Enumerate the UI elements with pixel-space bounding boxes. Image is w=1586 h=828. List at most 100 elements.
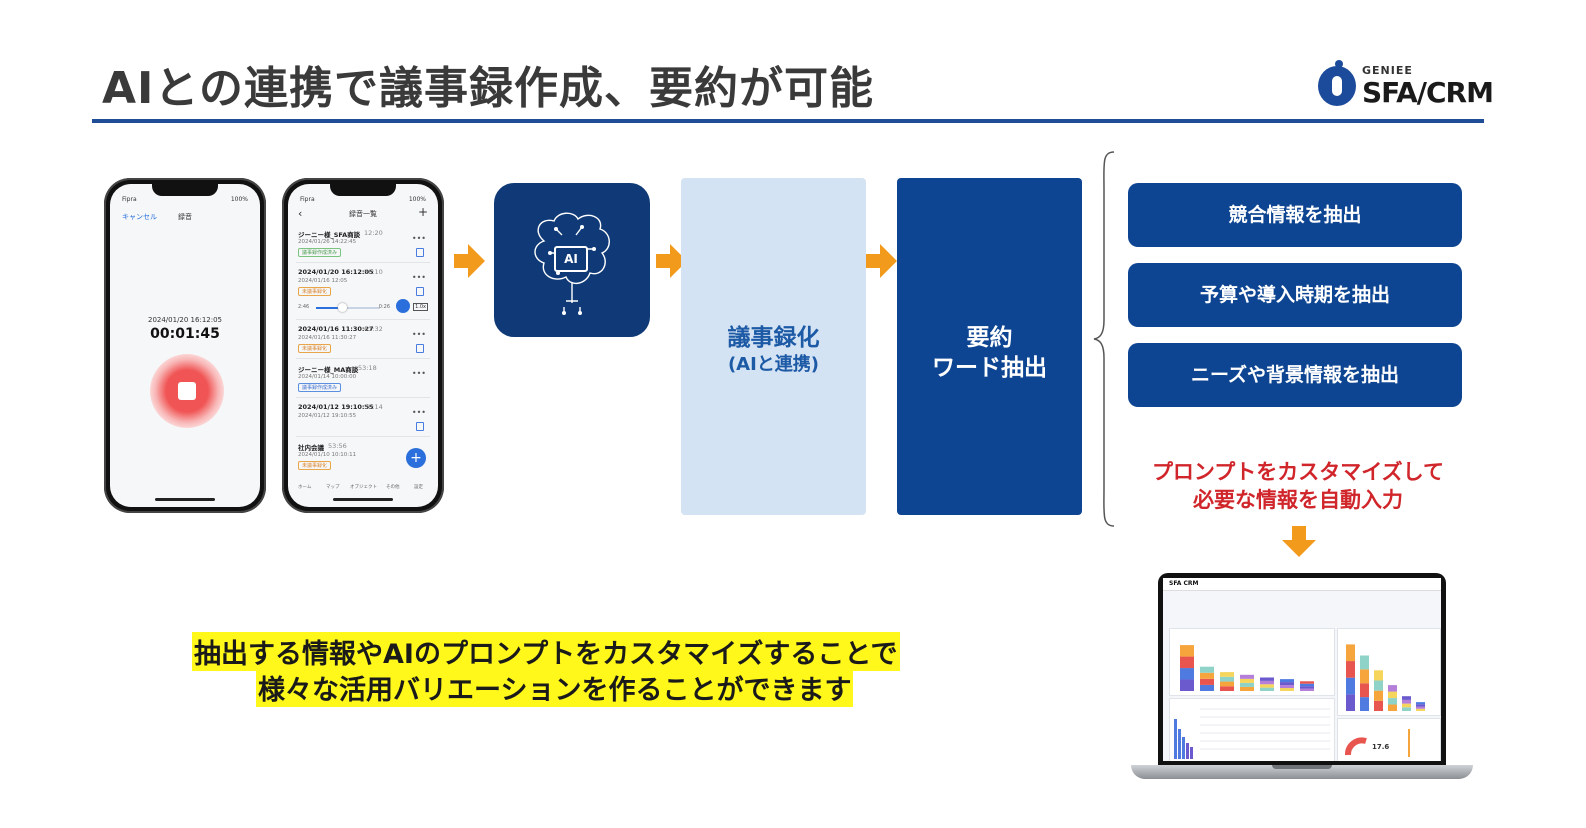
crm-bar-segment bbox=[1360, 697, 1369, 711]
document-icon[interactable] bbox=[416, 287, 424, 296]
crm-bar-segment bbox=[1240, 678, 1254, 683]
battery-label: 100% bbox=[230, 196, 248, 203]
phone-recording-list: Fipra 100% ‹ 録音一覧 + ジーニー様_SFA商談 12:20 20… bbox=[282, 178, 444, 513]
crm-bar-segment bbox=[1220, 686, 1234, 691]
prompt-note-line1: プロンプトをカスタマイズして bbox=[1151, 460, 1445, 484]
crm-bar-segment bbox=[1416, 706, 1425, 709]
crm-bar-segment bbox=[1300, 681, 1314, 684]
summary-step-subtitle: ワード抽出 bbox=[932, 355, 1047, 381]
crm-bar-segment bbox=[1280, 679, 1294, 683]
crm-bar-segment bbox=[1200, 666, 1214, 673]
list-item[interactable]: ジーニー様_SFA商談 12:20 2024/01/26 14:22:45 議事… bbox=[296, 224, 430, 263]
summary-step-title: 要約 bbox=[966, 325, 1013, 351]
more-icon[interactable]: ••• bbox=[411, 408, 426, 417]
more-icon[interactable]: ••• bbox=[411, 234, 426, 243]
speed-button[interactable]: 1.0x bbox=[413, 303, 428, 311]
down-arrow-icon bbox=[1282, 526, 1316, 557]
phone-recording: Fipra 100% 録音 キャンセル 2024/01/20 16:12:05 … bbox=[104, 178, 266, 513]
crm-bar-segment bbox=[1346, 644, 1355, 662]
seek-slider[interactable] bbox=[338, 303, 347, 312]
recording-elapsed: 00:01:45 bbox=[150, 326, 220, 342]
tab-home[interactable]: ホーム bbox=[298, 485, 312, 490]
crm-bar-segment bbox=[1360, 669, 1369, 684]
carrier-label: Fipra bbox=[300, 196, 315, 203]
list-item[interactable]: 社内会議 53:56 2024/01/10 10:10:11 未議事録化 bbox=[298, 442, 357, 470]
crm-dashboard: SFA CRM 17.6 bbox=[1163, 578, 1441, 761]
geniee-mark-icon bbox=[1318, 66, 1356, 106]
flow-arrow-icon bbox=[866, 244, 897, 278]
crm-bar-segment bbox=[1402, 699, 1411, 704]
list-item[interactable]: 2024/01/12 19:10:55 50:14 2024/01/12 19:… bbox=[296, 398, 430, 437]
crm-bar-segment bbox=[1200, 678, 1214, 685]
battery-label: 100% bbox=[408, 196, 426, 203]
fab-add-button[interactable]: + bbox=[406, 448, 426, 468]
crm-bar-segment bbox=[1260, 677, 1274, 681]
crm-bar-segment bbox=[1180, 645, 1194, 657]
crm-bar-segment bbox=[1300, 688, 1314, 691]
crm-app-name: SFA CRM bbox=[1169, 580, 1199, 587]
cancel-button[interactable]: キャンセル bbox=[122, 213, 157, 221]
document-icon[interactable] bbox=[416, 248, 424, 257]
crm-bar-segment bbox=[1374, 690, 1383, 701]
tab-object[interactable]: オブジェクト bbox=[350, 485, 377, 490]
phone-recording-screen: Fipra 100% 録音 キャンセル 2024/01/20 16:12:05 … bbox=[110, 184, 260, 507]
laptop-screen: SFA CRM 17.6 bbox=[1158, 573, 1446, 765]
document-icon[interactable] bbox=[416, 422, 424, 431]
list-screen-title: 録音一覧 bbox=[349, 210, 377, 218]
crm-bar-segment bbox=[1360, 655, 1369, 670]
crm-bar-segment bbox=[1346, 661, 1355, 678]
add-icon[interactable]: + bbox=[417, 205, 428, 219]
crm-bar-segment bbox=[1346, 694, 1355, 711]
extract-budget-button: 予算や導入時期を抽出 bbox=[1128, 263, 1462, 327]
bottom-message-line1: 抽出する情報やAIのプロンプトをカスタマイズすることで bbox=[192, 632, 900, 671]
minutes-step-title: 議事録化 bbox=[727, 325, 820, 351]
crm-bar-segment bbox=[1260, 680, 1274, 685]
crm-bar-segment bbox=[1180, 656, 1194, 669]
crm-bar-segment bbox=[1220, 681, 1234, 687]
title-divider bbox=[92, 119, 1484, 123]
phone-list-screen: Fipra 100% ‹ 録音一覧 + ジーニー様_SFA商談 12:20 20… bbox=[288, 184, 438, 507]
crm-bar-segment bbox=[1240, 682, 1254, 687]
crm-bar-segment bbox=[1260, 684, 1274, 688]
logo-small-text: GENIEE bbox=[1362, 64, 1413, 77]
crm-bar-segment bbox=[1220, 676, 1234, 682]
list-item[interactable]: ジーニー様_MA商談 53:18 2024/01/14 10:00:00 議事録… bbox=[296, 359, 430, 398]
more-icon[interactable]: ••• bbox=[411, 330, 426, 339]
flow-arrow-icon bbox=[454, 244, 485, 278]
document-icon[interactable] bbox=[416, 344, 424, 353]
bottom-message-line2: 様々な活用バリエーションを作ることができます bbox=[256, 668, 854, 707]
ai-chip-label: AI bbox=[554, 246, 588, 272]
tab-bar: ホーム マップ オブジェクト その他 設定 bbox=[294, 476, 432, 492]
crm-bar-segment bbox=[1280, 688, 1294, 691]
crm-bar-segment bbox=[1220, 672, 1234, 677]
laptop-base bbox=[1131, 765, 1473, 779]
more-icon[interactable]: ••• bbox=[411, 273, 426, 282]
crm-bar-segment bbox=[1402, 707, 1411, 711]
crm-bar-segment bbox=[1374, 700, 1383, 711]
pause-button[interactable] bbox=[396, 299, 410, 313]
list-item[interactable]: 2024/01/20 16:12:05 56:10 2024/01/16 12:… bbox=[296, 263, 430, 320]
crm-bar-segment bbox=[1200, 672, 1214, 679]
back-chevron-icon[interactable]: ‹ bbox=[298, 207, 303, 220]
tab-map[interactable]: マップ bbox=[326, 485, 340, 490]
list-item[interactable]: 2024/01/16 11:30:27 61:32 2024/01/16 11:… bbox=[296, 320, 430, 359]
minutes-step-box: 議事録化 (AIと連携) bbox=[681, 178, 866, 515]
crm-bar-segment bbox=[1240, 674, 1254, 679]
tab-settings[interactable]: 設定 bbox=[414, 485, 423, 490]
audio-player: 2:46 0:26 1.0x bbox=[298, 299, 428, 315]
recording-datetime: 2024/01/20 16:12:05 bbox=[147, 316, 222, 324]
extract-competitor-button: 競合情報を抽出 bbox=[1128, 183, 1462, 247]
geniee-logo: GENIEE SFA/CRM bbox=[1318, 60, 1494, 112]
crm-bar-segment bbox=[1402, 703, 1411, 708]
prompt-note-line2: 必要な情報を自動入力 bbox=[1193, 488, 1403, 512]
tab-other[interactable]: その他 bbox=[386, 485, 400, 490]
crm-bar-segment bbox=[1416, 708, 1425, 711]
crm-bar-segment bbox=[1260, 687, 1274, 691]
crm-bar-segment bbox=[1402, 696, 1411, 700]
crm-bar-segment bbox=[1180, 668, 1194, 680]
crm-kpi-panel: 17.6 bbox=[1337, 718, 1441, 761]
crm-bar-segment bbox=[1300, 683, 1314, 687]
crm-bar-segment bbox=[1200, 684, 1214, 691]
extract-needs-button: ニーズや背景情報を抽出 bbox=[1128, 343, 1462, 407]
more-icon[interactable]: ••• bbox=[411, 369, 426, 378]
